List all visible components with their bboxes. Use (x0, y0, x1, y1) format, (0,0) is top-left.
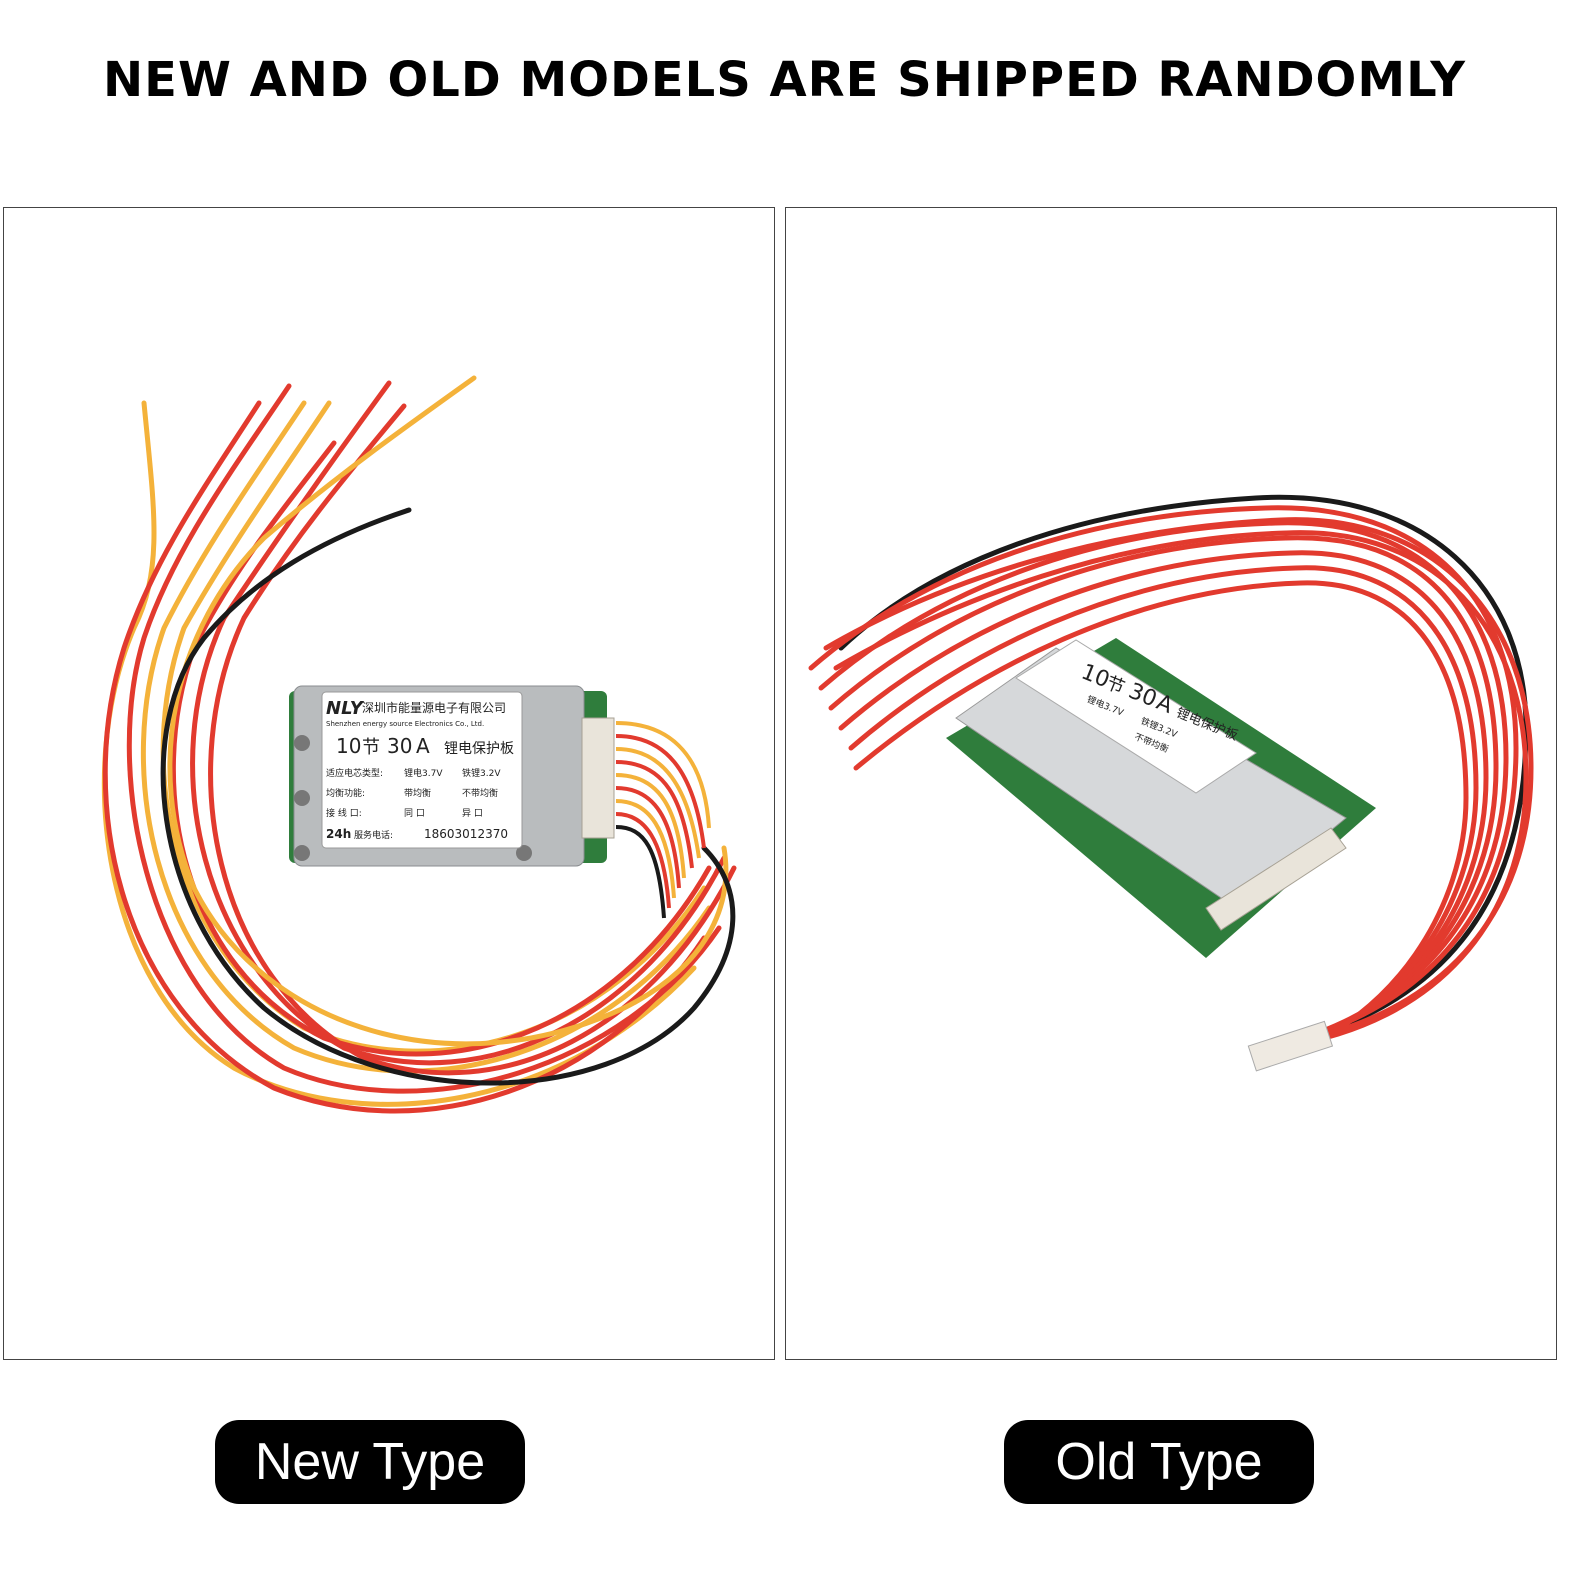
board-company: 深圳市能量源电子有限公司 (362, 700, 506, 715)
board-row1-opt1: 锂电3.7V (404, 767, 443, 779)
wire-black (160, 507, 736, 1086)
new-type-board-image: NLY 深圳市能量源电子有限公司 Shenzhen energy source … (101, 375, 737, 1114)
board-label-sticker (321, 691, 523, 849)
wire-red-5 (208, 403, 737, 1076)
board-current: 30 (387, 734, 412, 758)
old-type-label: Old Type (1004, 1420, 1314, 1504)
board-row3-opt1: 同 口 (404, 808, 425, 819)
board-service-prefix: 24h (326, 827, 351, 841)
wire-red-3 (170, 440, 712, 1057)
wire-yellow-4 (167, 375, 729, 1047)
old-type-board-image: 10 节 30 A 锂电保护板 锂电3.7V 铁锂3.2V 不带均衡 (808, 494, 1534, 1072)
board-row2-label: 均衡功能: (326, 787, 365, 799)
board-row2-opt1: 带均衡 (404, 787, 431, 799)
board-company-en: Shenzhen energy source Electronics Co., … (326, 720, 484, 728)
board-product: 锂电保护板 (444, 741, 514, 757)
wire-red-4 (190, 380, 727, 1066)
board-phone: 18603012370 (424, 827, 508, 841)
wire-yellow-1 (101, 400, 697, 1107)
board-connector (1205, 827, 1347, 931)
board-row1-label: 适应电芯类型: (326, 767, 383, 779)
wire-yellow-2 (140, 400, 712, 1074)
metal-plate (955, 647, 1347, 909)
board-row1-opt2: 铁锂3.2V (462, 767, 501, 779)
board-row3-label: 接 线 口: (326, 807, 362, 819)
board-logo: NLY (326, 698, 365, 719)
new-type-photo-panel: NLY 深圳市能量源电子有限公司 Shenzhen energy source … (3, 207, 775, 1360)
wire-red-1 (808, 505, 1519, 1046)
board-connector (581, 717, 615, 839)
wire-red-8 (833, 530, 1529, 1049)
board-series: 10 (336, 734, 361, 758)
wire-end-connector (1247, 1020, 1334, 1072)
board-row3-opt2: 异 口 (462, 808, 483, 819)
board-current-unit: A (416, 734, 430, 758)
board-series-unit: 节 (362, 737, 380, 758)
wire-red-5 (848, 565, 1479, 1053)
wire-red-3 (828, 535, 1499, 1049)
wire-red-2 (126, 383, 722, 1094)
wire-red-6 (853, 580, 1469, 1056)
wire-red-4 (838, 550, 1489, 1051)
board-label-sticker (1015, 639, 1257, 794)
wire-black (838, 494, 1529, 1046)
headline: NEW AND OLD MODELS ARE SHIPPED RANDOMLY (103, 52, 1466, 108)
board-service-label: 服务电话: (354, 829, 393, 841)
old-type-photo-panel: 10 节 30 A 锂电保护板 锂电3.7V 铁锂3.2V 不带均衡 (785, 207, 1557, 1360)
board-row2-opt2: 不带均衡 (462, 787, 498, 799)
new-type-label: New Type (215, 1420, 525, 1504)
